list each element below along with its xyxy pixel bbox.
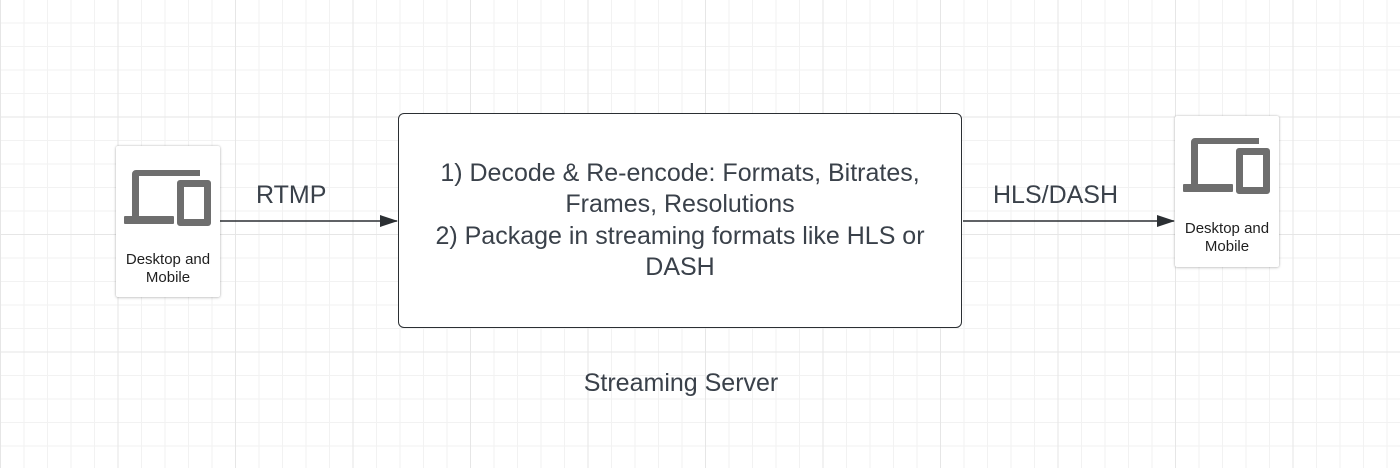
server-step-2-line1: 2) Package in streaming formats like HLS… — [435, 221, 925, 250]
target-device-label-line2: Mobile — [1204, 238, 1250, 255]
target-device-label-line1: Desktop and — [1184, 220, 1270, 237]
target-device-node[interactable]: Desktop and Mobile — [1175, 116, 1279, 267]
server-step-1-line1: 1) Decode & Re-encode: Formats, Bitrates… — [440, 158, 920, 187]
streaming-server-caption: Streaming Server — [583, 369, 779, 397]
streaming-server-box[interactable]: 1) Decode & Re-encode: Formats, Bitrates… — [398, 113, 962, 328]
delivery-protocol-label: HLS/DASH — [993, 181, 1119, 209]
desktop-and-mobile-icon — [124, 170, 211, 226]
source-device-label-line1: Desktop and — [125, 251, 211, 268]
source-device-node[interactable]: Desktop and Mobile — [116, 146, 220, 297]
ingest-protocol-label: RTMP — [256, 181, 327, 209]
server-step-2-line2: DASH — [645, 253, 715, 281]
source-device-label-line2: Mobile — [145, 269, 191, 286]
server-step-1-line2: Frames, Resolutions — [565, 190, 795, 218]
source-device-label: Desktop and Mobile — [116, 251, 220, 287]
desktop-and-mobile-icon — [1183, 138, 1270, 194]
target-device-label: Desktop and Mobile — [1175, 220, 1279, 256]
server-box-text: 1) Decode & Re-encode: Formats, Bitrates… — [415, 158, 945, 284]
